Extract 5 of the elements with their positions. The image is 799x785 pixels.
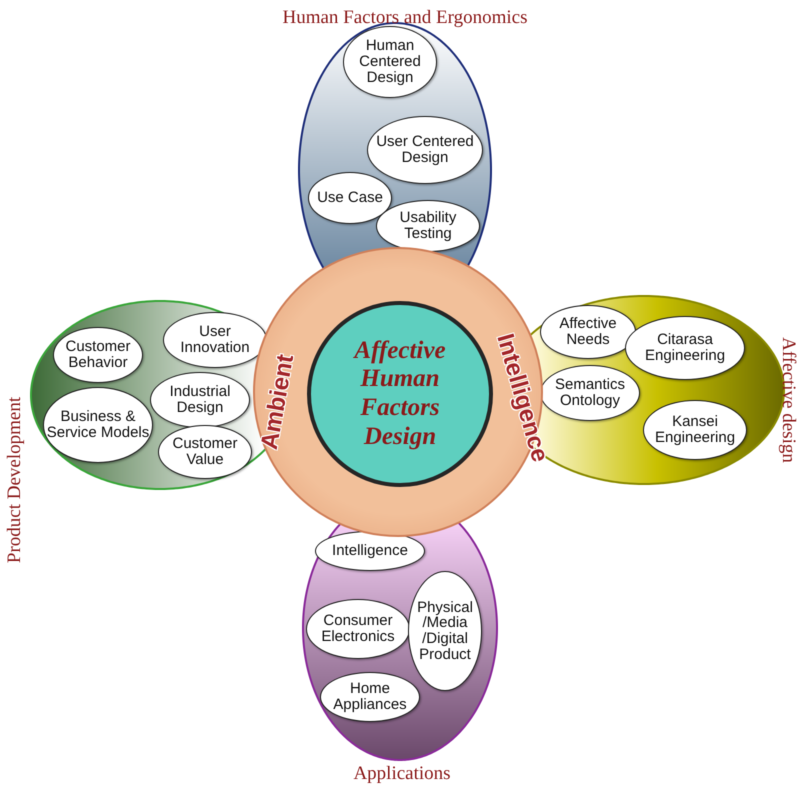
core-circle: Affective Human Factors Design xyxy=(307,301,493,487)
petal-heading: Applications xyxy=(353,763,451,785)
petal-heading: Product Development xyxy=(4,396,26,564)
petal-heading: Human Factors and Ergonomics xyxy=(282,7,528,29)
petal-heading: Affective design xyxy=(777,337,799,463)
